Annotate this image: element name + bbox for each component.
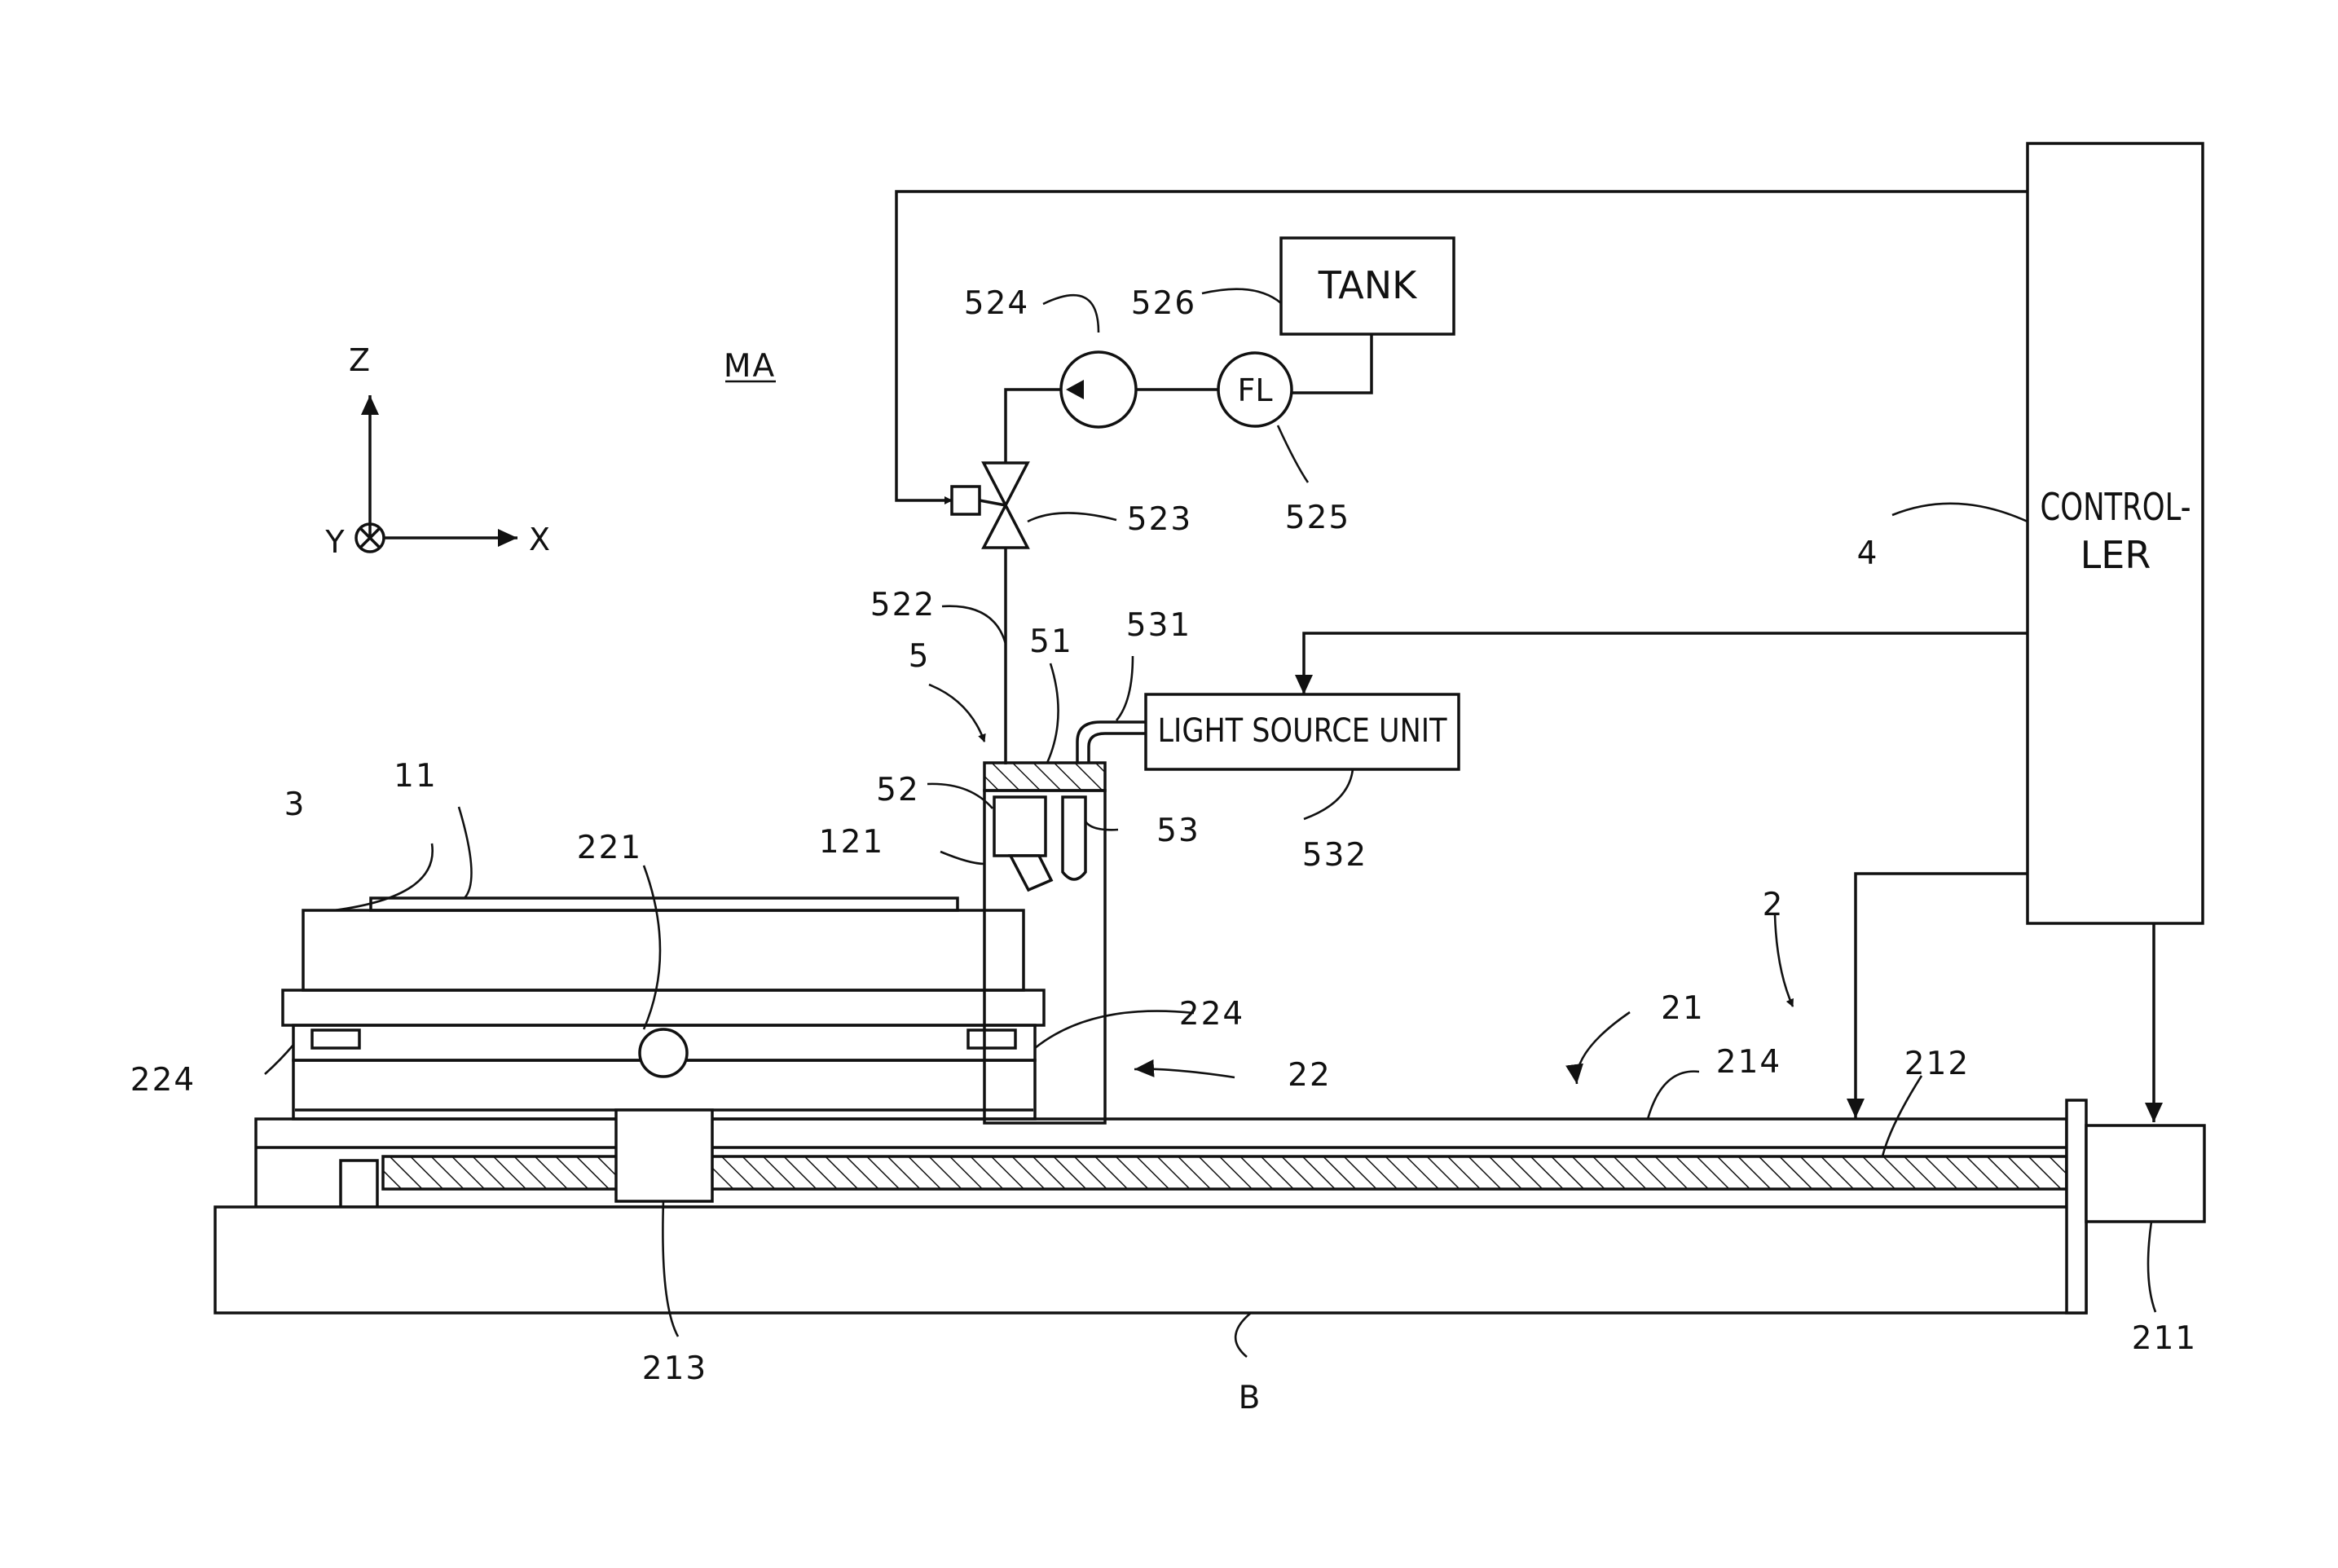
y-axis-label: Y: [324, 524, 345, 560]
head-cap-51: [984, 763, 1105, 791]
valve-actuator: [952, 487, 980, 514]
ref-525: 525: [1285, 500, 1350, 536]
nozzle-52-tip: [1010, 856, 1051, 890]
ref-51: 51: [1029, 623, 1073, 660]
stage-3: [303, 910, 1024, 990]
screw-end-bearing: [341, 1161, 377, 1207]
ball-221: [640, 1029, 687, 1077]
controller-label-line2: LER: [2080, 533, 2151, 577]
ref-21: 21: [1661, 990, 1705, 1027]
light-source-control-line: [1304, 633, 2028, 694]
leader-lines: [265, 289, 2155, 1357]
stage-assembly: [283, 898, 1044, 1119]
ref-214: 214: [1716, 1044, 1781, 1081]
ref-5: 5: [909, 638, 931, 675]
pump-valve-pipe: [1006, 390, 1061, 463]
region-label-ma: MA: [724, 348, 776, 385]
tank-label: TANK: [1318, 263, 1418, 307]
ref-11: 11: [394, 758, 438, 795]
ref-b: B: [1239, 1380, 1262, 1416]
motor-flange: [2067, 1100, 2086, 1313]
valve-lower-triangle: [984, 505, 1028, 548]
ref-524: 524: [964, 285, 1029, 322]
nozzle-52: [994, 797, 1046, 856]
valve-upper-triangle: [984, 463, 1028, 505]
ref-212: 212: [1904, 1046, 1970, 1082]
z-axis-label: Z: [349, 342, 370, 378]
light-emitter-53: [1063, 797, 1085, 879]
ref-4: 4: [1857, 535, 1879, 572]
workpiece-11: [371, 898, 958, 910]
ref-211: 211: [2132, 1320, 2197, 1357]
ref-3: 3: [284, 786, 306, 823]
bearing-224-left: [312, 1030, 359, 1048]
ref-221: 221: [577, 830, 642, 866]
valve-control-line: [896, 192, 2028, 500]
light-source-unit-label: LIGHT SOURCE UNIT: [1158, 712, 1447, 750]
ref-52: 52: [876, 772, 920, 808]
ref-53: 53: [1156, 813, 1200, 849]
bearing-224-right: [968, 1030, 1015, 1048]
ref-522: 522: [870, 587, 936, 623]
x-axis-label: X: [529, 522, 550, 557]
linear-actuator: [215, 1100, 2204, 1313]
ref-121: 121: [819, 824, 884, 861]
controller: CONTROL- LER: [2028, 143, 2203, 923]
nut-213: [616, 1110, 712, 1201]
base-b: [215, 1207, 2086, 1313]
ref-526: 526: [1131, 285, 1196, 322]
ref-2: 2: [1763, 887, 1785, 923]
ref-224-right: 224: [1179, 996, 1244, 1033]
ref-213: 213: [642, 1350, 707, 1387]
head-assembly: [984, 763, 1105, 1123]
filter-label: FL: [1237, 372, 1272, 408]
light-guide-531-inner: [1089, 733, 1146, 763]
ref-532: 532: [1302, 837, 1367, 874]
motor-211: [2086, 1125, 2204, 1222]
ref-224-left: 224: [130, 1062, 196, 1099]
ref-523: 523: [1127, 501, 1192, 538]
tank-outlet-pipe: [1292, 334, 1372, 393]
light-source: LIGHT SOURCE UNIT: [1077, 694, 1459, 769]
axes-indicator: Z X Y: [324, 342, 550, 560]
ref-22: 22: [1288, 1057, 1332, 1094]
controller-label-line1: CONTROL-: [2041, 485, 2191, 529]
control-lines: [896, 192, 2154, 1122]
ref-531: 531: [1126, 607, 1191, 644]
stage-upper-plate: [283, 990, 1044, 1025]
